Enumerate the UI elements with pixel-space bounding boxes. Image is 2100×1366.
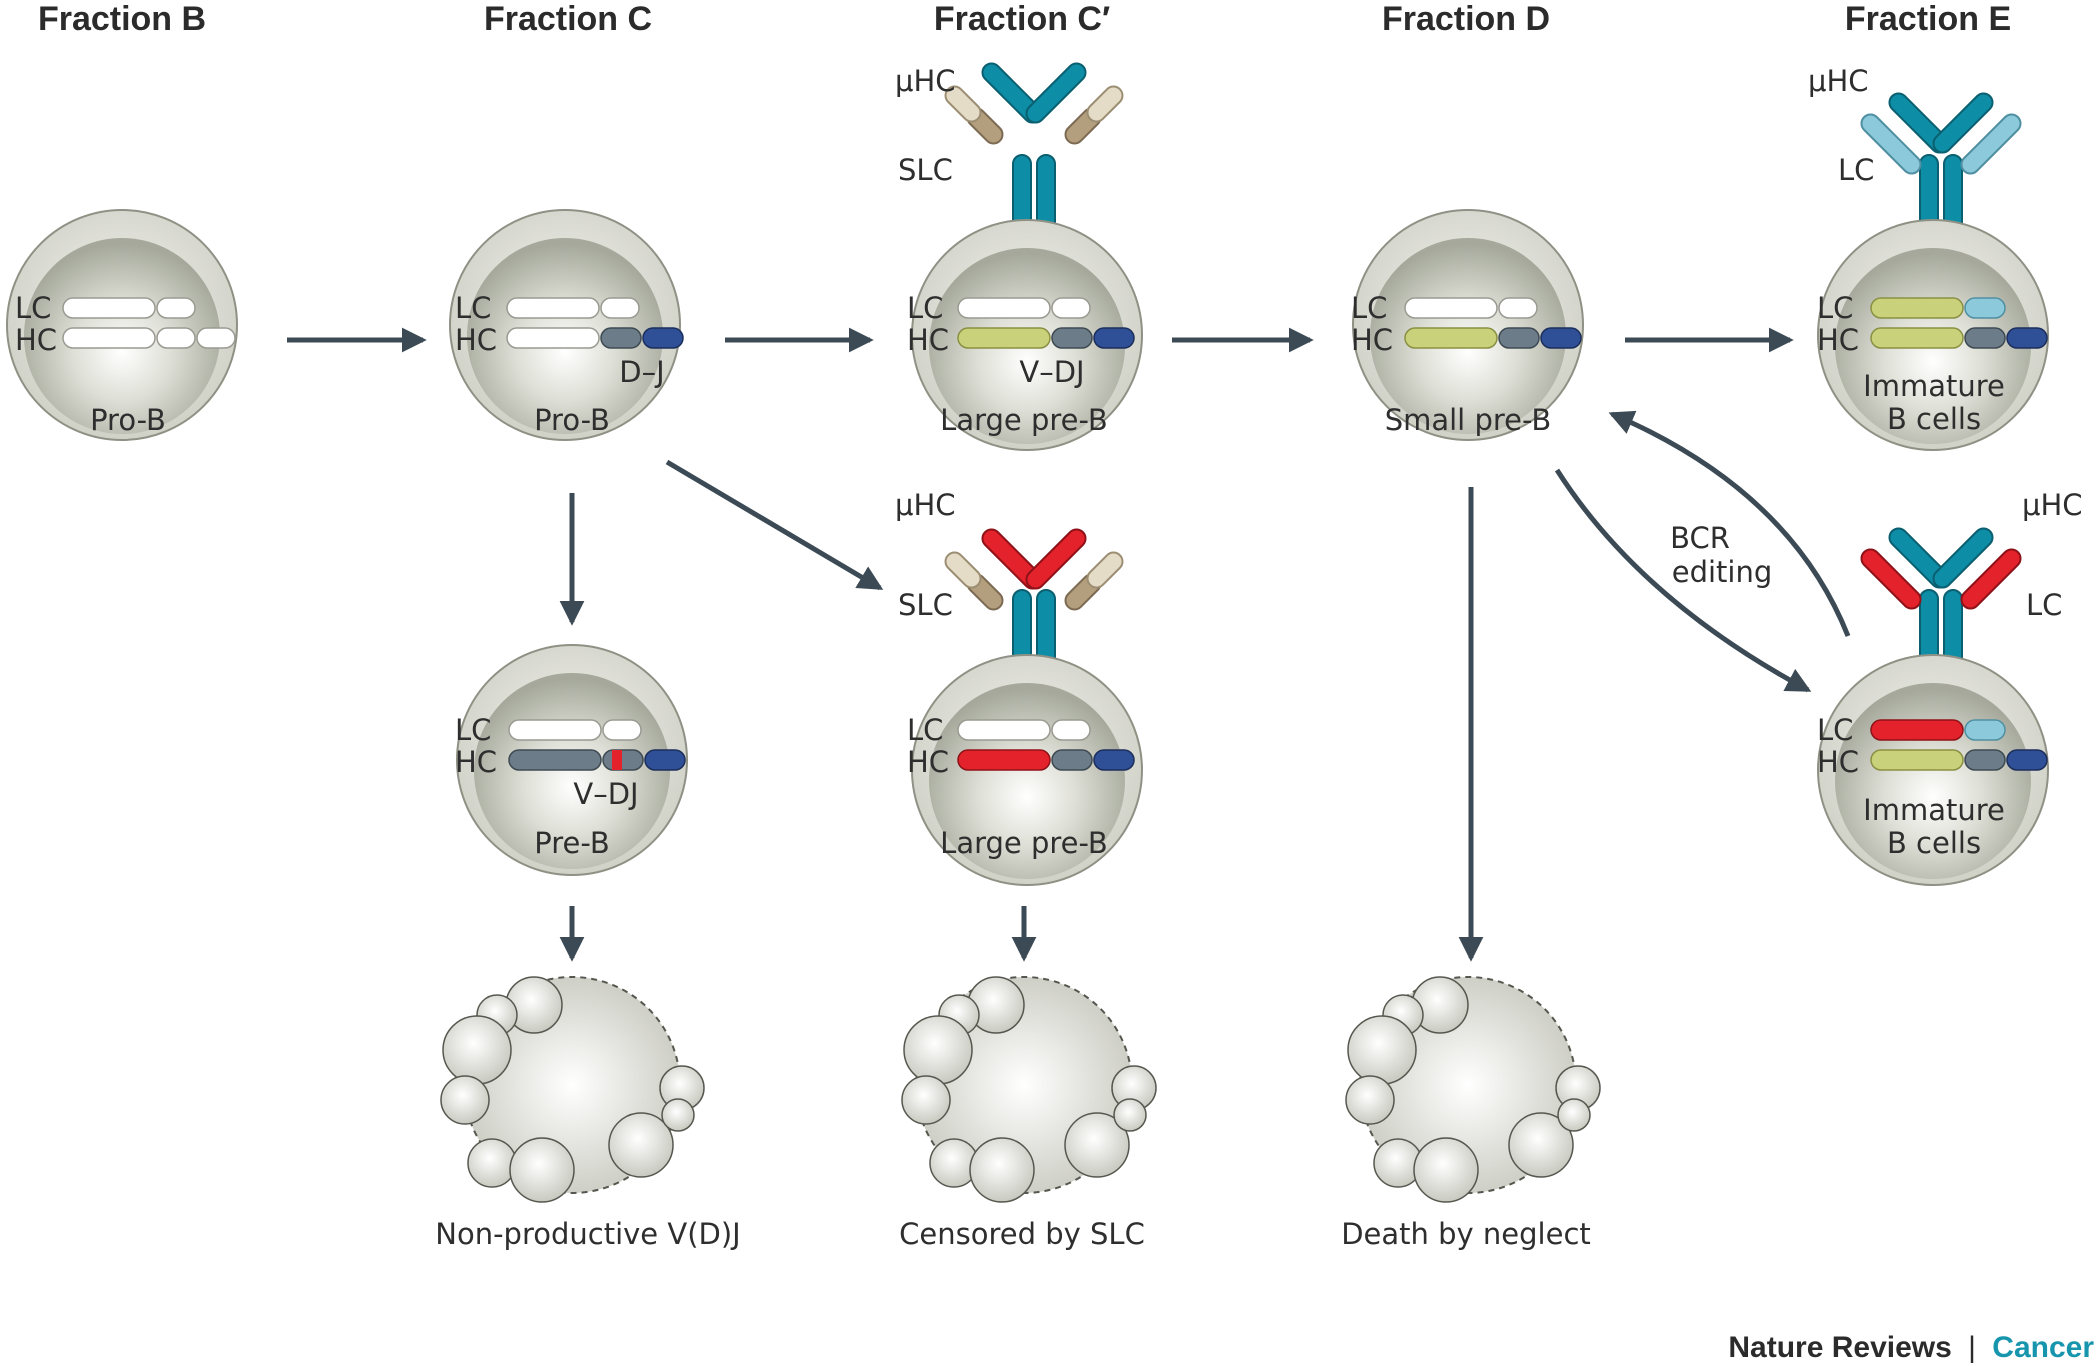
cell-name: Small pre-B <box>1385 403 1552 437</box>
slc-label: SLC <box>898 588 953 622</box>
bcr-editing-label-line2: editing <box>1672 555 1773 589</box>
slc-label: SLC <box>898 153 953 187</box>
rearrangement-label: V–DJ <box>1019 355 1084 389</box>
journal-section: Cancer <box>1992 1331 2094 1364</box>
hc-label: HC <box>15 323 57 357</box>
outcome-non-productive: Non-productive V(D)J <box>435 1217 740 1251</box>
rearrangement-label: D–J <box>619 355 664 389</box>
journal-separator: | <box>1968 1331 1976 1364</box>
cell-pro-b-fraction-c: LC HC D–J Pro-B <box>449 209 684 441</box>
lc-label: LC <box>1817 291 1853 325</box>
header-fraction-c-prime: Fraction C′ <box>934 0 1110 38</box>
cell-name: Large pre-B <box>940 826 1108 860</box>
cell-name: Pro-B <box>534 403 610 437</box>
cell-name: Pro-B <box>90 403 166 437</box>
hc-label: HC <box>455 323 497 357</box>
header-fraction-d: Fraction D <box>1382 0 1550 38</box>
arrow-edited-to-d <box>1608 410 1851 637</box>
apoptotic-cell-non-productive <box>440 976 705 1203</box>
mu-hc-label: μHC <box>895 488 956 522</box>
cell-large-pre-b-censored: LC HC Large pre-B <box>907 654 1143 886</box>
mu-hc-label: μHC <box>895 64 956 98</box>
lc-receptor-label: LC <box>2026 588 2062 622</box>
bcr-editing-label-line1: BCR <box>1670 521 1730 555</box>
apoptotic-cell-censored <box>901 976 1157 1203</box>
cell-name-line2: B cells <box>1887 402 1981 436</box>
header-fraction-c: Fraction C <box>484 0 652 38</box>
mu-hc-label: μHC <box>2022 488 2083 522</box>
cell-large-pre-b-top: LC HC V–DJ Large pre-B <box>907 219 1143 451</box>
cell-name-line2: B cells <box>1887 826 1981 860</box>
lc-label: LC <box>15 291 51 325</box>
hc-label: HC <box>1817 323 1859 357</box>
cell-name: Large pre-B <box>940 403 1108 437</box>
hc-label: HC <box>907 745 949 779</box>
lc-label: LC <box>1351 291 1387 325</box>
lc-receptor-label: LC <box>1838 153 1874 187</box>
cell-pro-b-fraction-b: LC HC Pro-B <box>6 209 238 441</box>
cell-pre-b-non-productive: LC HC V–DJ Pre-B <box>455 644 688 876</box>
apoptotic-cell-neglect <box>1345 976 1601 1203</box>
lc-label: LC <box>907 713 943 747</box>
header-fraction-e: Fraction E <box>1845 0 2011 38</box>
journal-name: Nature Reviews <box>1728 1331 1951 1364</box>
lc-label: LC <box>1817 713 1853 747</box>
arrow-c-to-censored <box>665 459 884 591</box>
arrows <box>287 327 1851 962</box>
rearrangement-label: V–DJ <box>573 777 638 811</box>
hc-label: HC <box>455 745 497 779</box>
lc-label: LC <box>455 291 491 325</box>
hc-label: HC <box>1351 323 1393 357</box>
journal-credit: Nature Reviews | Cancer <box>1728 1331 2094 1364</box>
arrow-d-to-edited <box>1554 468 1812 693</box>
cell-name-line1: Immature <box>1863 369 2005 403</box>
outcome-censored: Censored by SLC <box>899 1217 1145 1251</box>
mu-hc-label: μHC <box>1808 64 1869 98</box>
cell-immature-b-top: LC HC Immature B cells <box>1817 219 2049 451</box>
lc-label: LC <box>455 713 491 747</box>
cell-name-line1: Immature <box>1863 793 2005 827</box>
lc-label: LC <box>907 291 943 325</box>
cell-name: Pre-B <box>534 826 609 860</box>
hc-label: HC <box>1817 745 1859 779</box>
cell-immature-b-edited: LC HC Immature B cells <box>1817 654 2049 886</box>
header-fraction-b: Fraction B <box>38 0 206 38</box>
hc-label: HC <box>907 323 949 357</box>
outcome-neglect: Death by neglect <box>1341 1217 1591 1251</box>
cell-small-pre-b: LC HC Small pre-B <box>1351 209 1584 441</box>
